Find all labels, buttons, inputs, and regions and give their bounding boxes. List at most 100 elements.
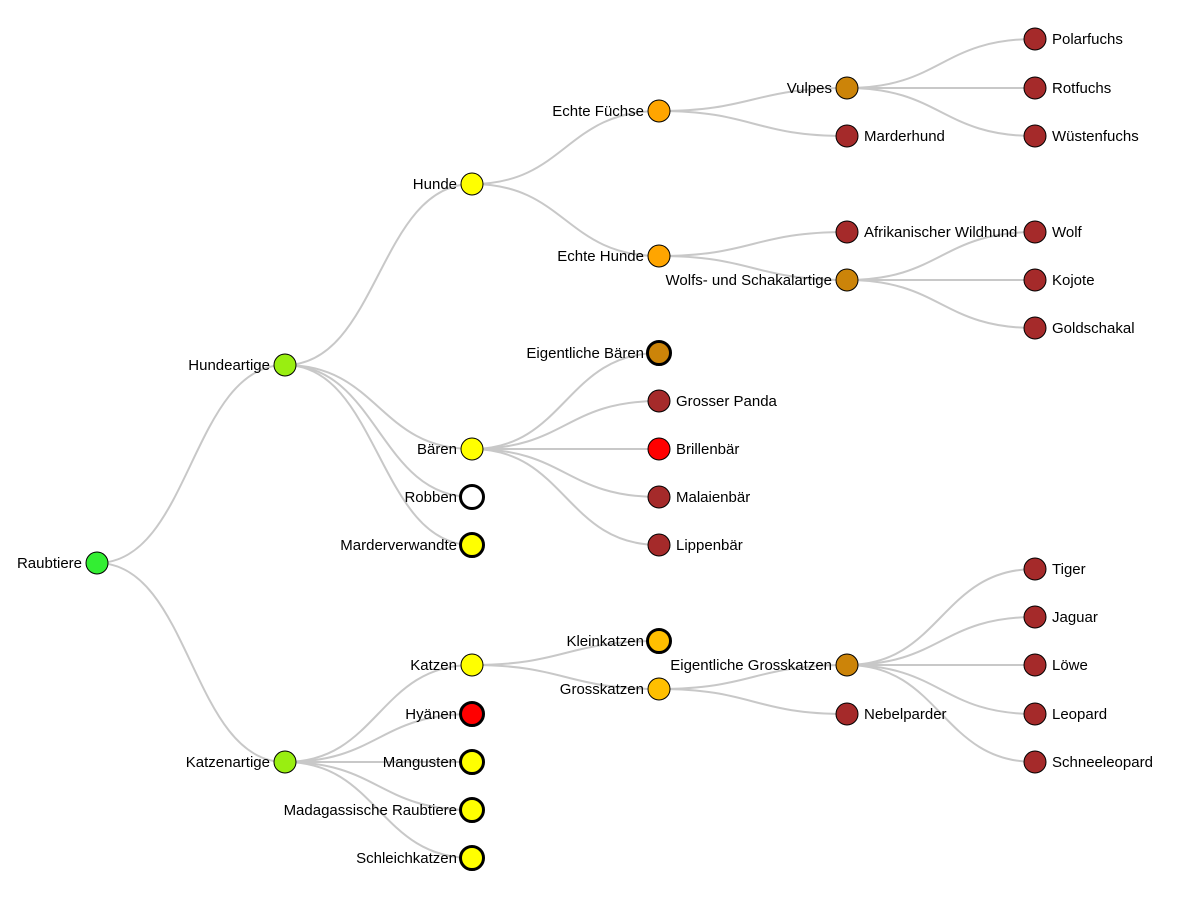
node-circle-polarfuchs[interactable] bbox=[1023, 27, 1047, 51]
link-baeren-lippenbaer bbox=[471, 448, 660, 546]
node-wuestenfuchs[interactable]: Wüstenfuchs bbox=[1023, 124, 1139, 148]
node-label-eigentliche-grosskatzen: Eigentliche Grosskatzen bbox=[670, 657, 832, 674]
node-circle-wuestenfuchs[interactable] bbox=[1023, 124, 1047, 148]
node-rotfuchs[interactable]: Rotfuchs bbox=[1023, 76, 1111, 100]
node-madagassische[interactable]: Madagassische Raubtiere bbox=[284, 797, 485, 823]
node-circle-schleichkatzen[interactable] bbox=[459, 845, 485, 871]
node-katzen[interactable]: Katzen bbox=[410, 653, 484, 677]
node-circle-kleinkatzen[interactable] bbox=[646, 628, 672, 654]
node-schleichkatzen[interactable]: Schleichkatzen bbox=[356, 845, 485, 871]
node-circle-afrikanischer-wildhund[interactable] bbox=[835, 220, 859, 244]
node-wolf[interactable]: Wolf bbox=[1023, 220, 1083, 244]
node-circle-loewe[interactable] bbox=[1023, 653, 1047, 677]
node-wolfs-schakal[interactable]: Wolfs- und Schakalartige bbox=[666, 268, 859, 292]
node-circle-kojote[interactable] bbox=[1023, 268, 1047, 292]
node-label-katzen: Katzen bbox=[410, 657, 457, 674]
node-circle-hundeartige[interactable] bbox=[273, 353, 297, 377]
node-jaguar[interactable]: Jaguar bbox=[1023, 605, 1098, 629]
node-katzenartige[interactable]: Katzenartige bbox=[186, 750, 297, 774]
node-goldschakal[interactable]: Goldschakal bbox=[1023, 316, 1135, 340]
node-circle-malaienbaer[interactable] bbox=[647, 485, 671, 509]
node-label-jaguar: Jaguar bbox=[1052, 609, 1098, 626]
node-circle-raubtiere[interactable] bbox=[85, 551, 109, 575]
node-circle-rotfuchs[interactable] bbox=[1023, 76, 1047, 100]
node-circle-nebelparder[interactable] bbox=[835, 702, 859, 726]
node-circle-leopard[interactable] bbox=[1023, 702, 1047, 726]
node-circle-baeren[interactable] bbox=[460, 437, 484, 461]
node-circle-echte-hunde[interactable] bbox=[647, 244, 671, 268]
node-mangusten[interactable]: Mangusten bbox=[383, 749, 485, 775]
node-circle-katzen[interactable] bbox=[460, 653, 484, 677]
node-circle-lippenbaer[interactable] bbox=[647, 533, 671, 557]
node-eigentliche-grosskatzen[interactable]: Eigentliche Grosskatzen bbox=[670, 653, 859, 677]
node-circle-marderhund[interactable] bbox=[835, 124, 859, 148]
node-hundeartige[interactable]: Hundeartige bbox=[188, 353, 297, 377]
node-afrikanischer-wildhund[interactable]: Afrikanischer Wildhund bbox=[835, 220, 1017, 244]
link-katzen-kleinkatzen bbox=[471, 640, 660, 666]
node-tiger[interactable]: Tiger bbox=[1023, 557, 1086, 581]
node-label-brillenbaer: Brillenbär bbox=[676, 441, 739, 458]
node-circle-robben[interactable] bbox=[459, 484, 485, 510]
node-kleinkatzen[interactable]: Kleinkatzen bbox=[566, 628, 672, 654]
node-label-grosskatzen: Grosskatzen bbox=[560, 681, 644, 698]
node-circle-hunde[interactable] bbox=[460, 172, 484, 196]
link-hunde-echte-fuechse bbox=[471, 110, 660, 185]
node-lippenbaer[interactable]: Lippenbär bbox=[647, 533, 743, 557]
node-circle-eigentliche-grosskatzen[interactable] bbox=[835, 653, 859, 677]
node-hunde[interactable]: Hunde bbox=[413, 172, 484, 196]
node-circle-grosser-panda[interactable] bbox=[647, 389, 671, 413]
node-eigentliche-baeren[interactable]: Eigentliche Bären bbox=[526, 340, 672, 366]
node-circle-eigentliche-baeren[interactable] bbox=[646, 340, 672, 366]
link-katzenartige-madagassische bbox=[284, 761, 473, 811]
node-label-kojote: Kojote bbox=[1052, 272, 1095, 289]
tree-links bbox=[96, 38, 1036, 859]
node-robben[interactable]: Robben bbox=[404, 484, 485, 510]
node-circle-echte-fuechse[interactable] bbox=[647, 99, 671, 123]
node-label-lippenbaer: Lippenbär bbox=[676, 537, 743, 554]
node-circle-jaguar[interactable] bbox=[1023, 605, 1047, 629]
node-grosskatzen[interactable]: Grosskatzen bbox=[560, 677, 671, 701]
node-circle-mangusten[interactable] bbox=[459, 749, 485, 775]
node-vulpes[interactable]: Vulpes bbox=[787, 76, 859, 100]
node-circle-tiger[interactable] bbox=[1023, 557, 1047, 581]
node-nebelparder[interactable]: Nebelparder bbox=[835, 702, 947, 726]
node-hyaenen[interactable]: Hyänen bbox=[405, 701, 485, 727]
node-marderverwandte[interactable]: Marderverwandte bbox=[340, 532, 485, 558]
node-circle-vulpes[interactable] bbox=[835, 76, 859, 100]
node-circle-brillenbaer[interactable] bbox=[647, 437, 671, 461]
link-wolfs-schakal-goldschakal bbox=[846, 279, 1036, 329]
node-leopard[interactable]: Leopard bbox=[1023, 702, 1107, 726]
node-label-eigentliche-baeren: Eigentliche Bären bbox=[526, 345, 644, 362]
node-circle-wolf[interactable] bbox=[1023, 220, 1047, 244]
node-grosser-panda[interactable]: Grosser Panda bbox=[647, 389, 778, 413]
link-vulpes-wuestenfuchs bbox=[846, 87, 1036, 137]
node-circle-marderverwandte[interactable] bbox=[459, 532, 485, 558]
node-schneeleopard[interactable]: Schneeleopard bbox=[1023, 750, 1153, 774]
link-eigentliche-grosskatzen-leopard bbox=[846, 664, 1036, 715]
node-label-echte-hunde: Echte Hunde bbox=[557, 248, 644, 265]
node-baeren[interactable]: Bären bbox=[417, 437, 484, 461]
node-kojote[interactable]: Kojote bbox=[1023, 268, 1095, 292]
node-circle-goldschakal[interactable] bbox=[1023, 316, 1047, 340]
node-loewe[interactable]: Löwe bbox=[1023, 653, 1088, 677]
node-polarfuchs[interactable]: Polarfuchs bbox=[1023, 27, 1123, 51]
node-marderhund[interactable]: Marderhund bbox=[835, 124, 945, 148]
node-circle-hyaenen[interactable] bbox=[459, 701, 485, 727]
node-malaienbaer[interactable]: Malaienbär bbox=[647, 485, 750, 509]
node-circle-wolfs-schakal[interactable] bbox=[835, 268, 859, 292]
node-label-katzenartige: Katzenartige bbox=[186, 754, 270, 771]
node-circle-schneeleopard[interactable] bbox=[1023, 750, 1047, 774]
node-echte-hunde[interactable]: Echte Hunde bbox=[557, 244, 671, 268]
node-circle-madagassische[interactable] bbox=[459, 797, 485, 823]
node-label-baeren: Bären bbox=[417, 441, 457, 458]
node-raubtiere[interactable]: Raubtiere bbox=[17, 551, 109, 575]
node-echte-fuechse[interactable]: Echte Füchse bbox=[552, 99, 671, 123]
node-label-hundeartige: Hundeartige bbox=[188, 357, 270, 374]
link-echte-hunde-wolfs-schakal bbox=[658, 255, 848, 281]
node-circle-katzenartige[interactable] bbox=[273, 750, 297, 774]
link-katzen-grosskatzen bbox=[471, 664, 660, 690]
node-label-schleichkatzen: Schleichkatzen bbox=[356, 850, 457, 867]
node-brillenbaer[interactable]: Brillenbär bbox=[647, 437, 739, 461]
node-circle-grosskatzen[interactable] bbox=[647, 677, 671, 701]
